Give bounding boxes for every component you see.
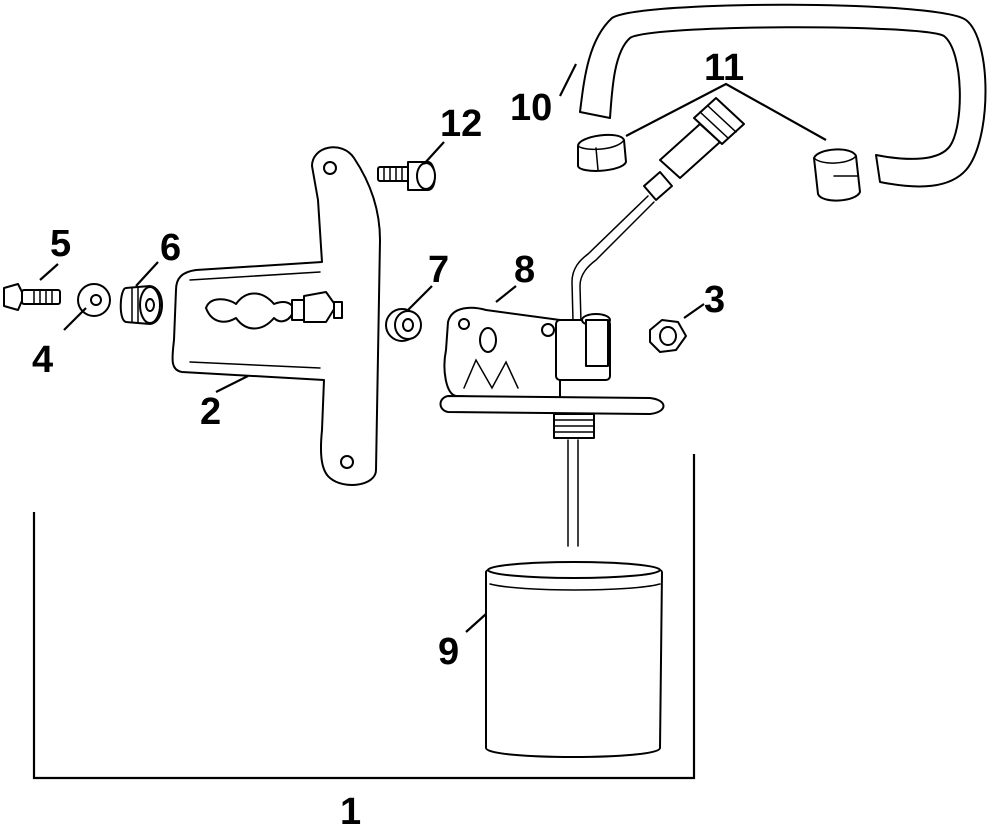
callout-1: 1 — [340, 791, 361, 826]
kit-bracket-line — [32, 454, 696, 780]
hose-clamp-right — [813, 148, 861, 202]
grommet — [119, 285, 163, 325]
callout-2: 2 — [200, 391, 221, 433]
callout-6: 6 — [160, 227, 181, 269]
bolt — [3, 283, 61, 311]
leader-lines — [39, 63, 827, 633]
callout-4: 4 — [32, 339, 53, 381]
callout-3: 3 — [704, 279, 725, 321]
nut — [649, 319, 687, 353]
callout-8: 8 — [514, 249, 535, 291]
screw — [377, 161, 436, 191]
callout-12: 12 — [440, 103, 482, 145]
callout-9: 9 — [438, 631, 459, 673]
callout-10: 10 — [510, 87, 552, 129]
callout-11: 11 — [704, 47, 744, 89]
filter-head — [439, 97, 745, 547]
hose-clamp-left — [577, 133, 627, 172]
mounting-bracket — [171, 146, 381, 486]
callout-5: 5 — [50, 223, 71, 265]
spacer — [385, 308, 422, 342]
callout-7: 7 — [428, 249, 449, 291]
hose — [579, 3, 987, 188]
filter-canister — [485, 561, 663, 758]
